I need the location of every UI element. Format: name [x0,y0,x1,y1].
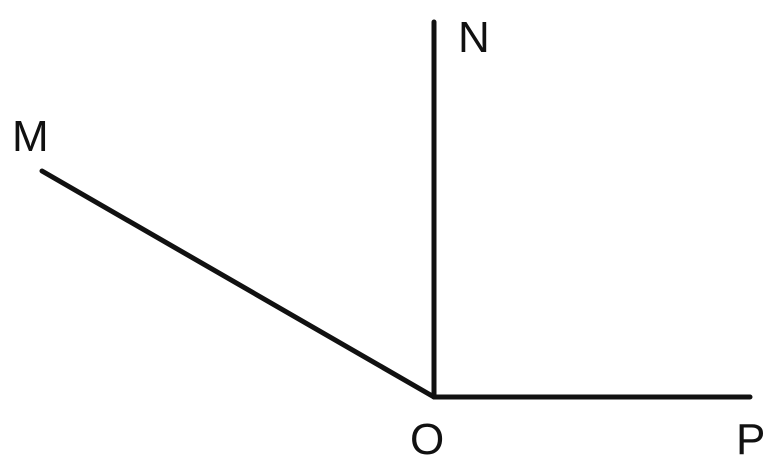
label-m: M [12,112,49,161]
label-p: P [736,415,765,462]
ray-om [39,168,437,400]
label-o: O [410,415,444,462]
label-n: N [458,13,490,62]
